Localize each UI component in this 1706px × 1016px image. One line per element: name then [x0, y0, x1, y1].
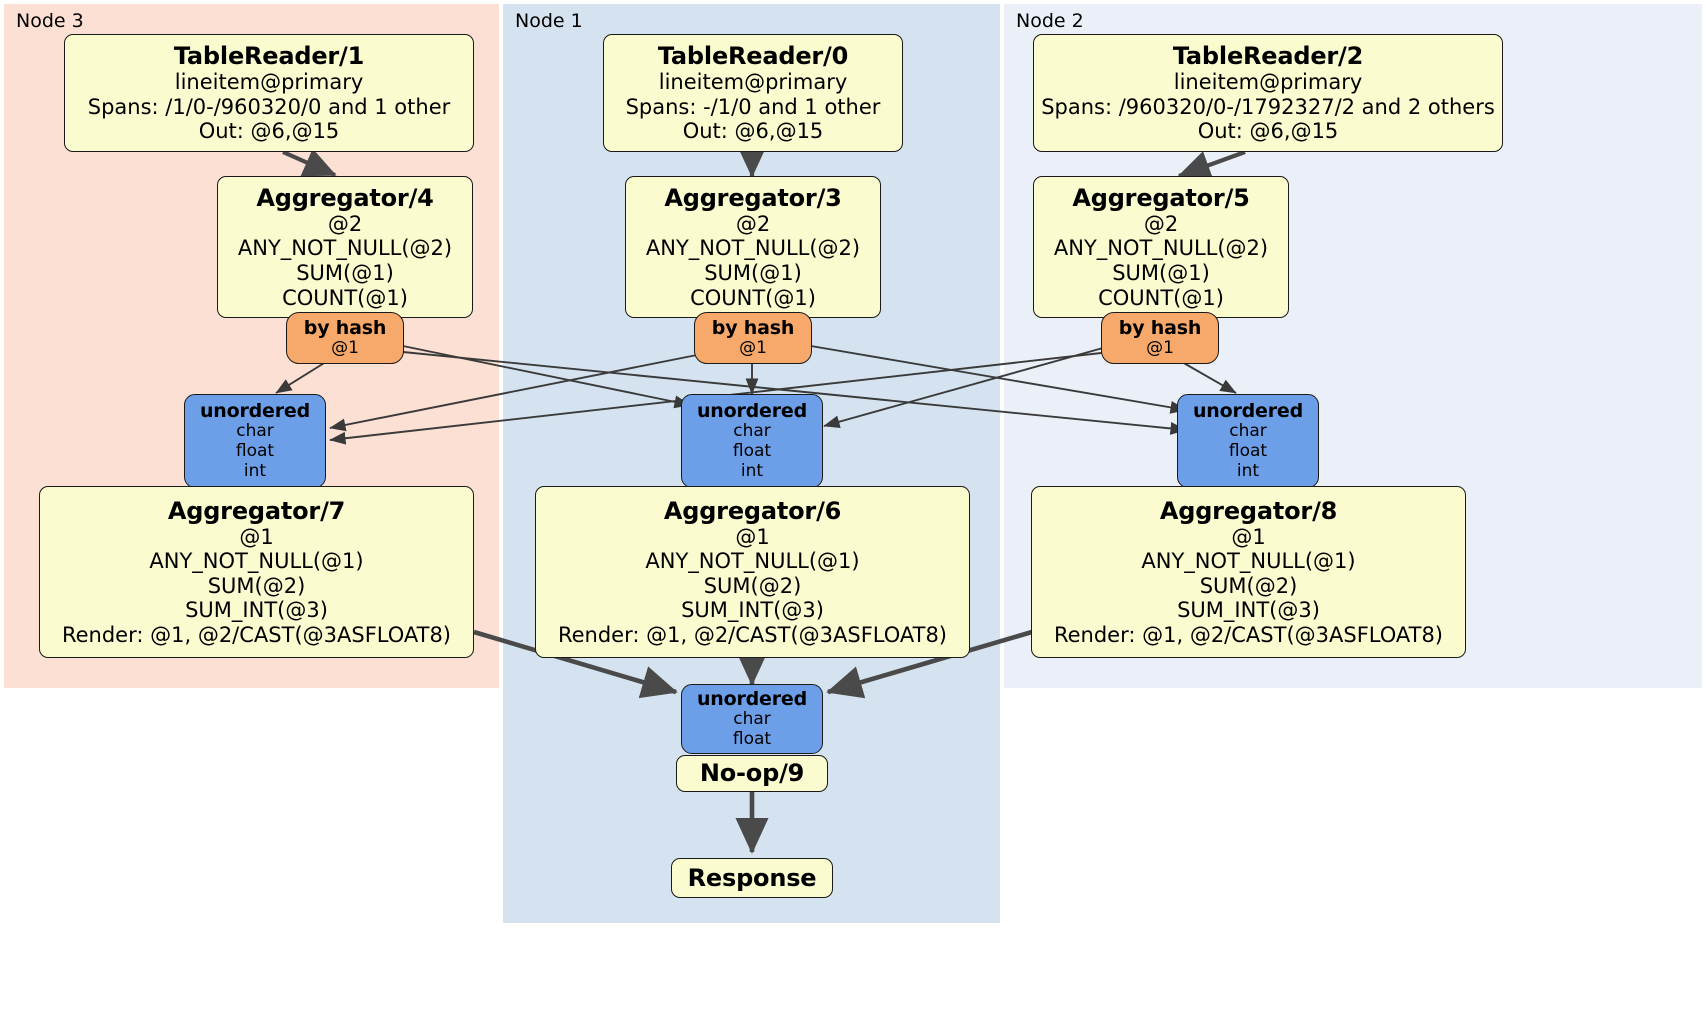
- processor-title: Aggregator/8: [1159, 496, 1338, 525]
- processor-title: Aggregator/3: [664, 183, 842, 212]
- processor-line: @1: [735, 524, 770, 549]
- processor-title: TableReader/2: [1172, 42, 1364, 71]
- processor-line: ANY_NOT_NULL(@1): [645, 549, 860, 574]
- processor-aggregator-4[interactable]: Aggregator/4 @2 ANY_NOT_NULL(@2) SUM(@1)…: [217, 176, 473, 318]
- receiver-unordered-node3[interactable]: unordered char float int: [184, 394, 326, 488]
- processor-line: COUNT(@1): [690, 285, 816, 310]
- receiver-unordered-node1[interactable]: unordered char float int: [681, 394, 823, 488]
- processor-aggregator-6[interactable]: Aggregator/6 @1 ANY_NOT_NULL(@1) SUM(@2)…: [535, 486, 970, 658]
- processor-line: Out: @6,@15: [198, 119, 340, 144]
- node-label-node3: Node 3: [16, 10, 84, 32]
- processor-aggregator-7[interactable]: Aggregator/7 @1 ANY_NOT_NULL(@1) SUM(@2)…: [39, 486, 474, 658]
- router-by-hash-node2[interactable]: by hash @1: [1101, 312, 1219, 364]
- processor-title: Response: [687, 863, 817, 892]
- receiver-line: float: [1228, 441, 1268, 462]
- router-title: by hash: [1118, 316, 1202, 339]
- processor-line: Spans: /1/0-/960320/0 and 1 other: [87, 94, 451, 119]
- processor-line: SUM_INT(@3): [185, 598, 328, 623]
- processor-line: SUM(@1): [296, 261, 394, 286]
- processor-line: Out: @6,@15: [682, 119, 824, 144]
- processor-title: Aggregator/4: [256, 183, 434, 212]
- processor-title: TableReader/1: [173, 42, 365, 71]
- receiver-line: int: [243, 461, 267, 482]
- processor-line: @2: [735, 211, 771, 236]
- processor-aggregator-8[interactable]: Aggregator/8 @1 ANY_NOT_NULL(@1) SUM(@2)…: [1031, 486, 1466, 658]
- router-by-hash-node1[interactable]: by hash @1: [694, 312, 812, 364]
- receiver-line: char: [733, 421, 771, 442]
- processor-line: SUM(@1): [704, 261, 802, 286]
- processor-line: COUNT(@1): [282, 285, 408, 310]
- processor-line: ANY_NOT_NULL(@1): [149, 549, 364, 574]
- processor-title: TableReader/0: [657, 42, 849, 71]
- processor-line: @1: [239, 524, 274, 549]
- receiver-line: float: [235, 441, 275, 462]
- processor-line: lineitem@primary: [174, 70, 364, 95]
- router-title: by hash: [711, 316, 795, 339]
- processor-line: Out: @6,@15: [1197, 119, 1339, 144]
- processor-line: SUM(@1): [1112, 261, 1210, 286]
- receiver-line: int: [740, 461, 764, 482]
- processor-line: Spans: /960320/0-/1792327/2 and 2 others: [1041, 94, 1495, 119]
- receiver-line: float: [732, 729, 772, 750]
- router-line: @1: [739, 338, 767, 359]
- processor-response[interactable]: Response: [671, 858, 833, 898]
- processor-line: lineitem@primary: [658, 70, 848, 95]
- processor-line: @2: [327, 211, 363, 236]
- processor-title: Aggregator/7: [167, 496, 346, 525]
- node-label-node2: Node 2: [1016, 10, 1084, 32]
- receiver-title: unordered: [696, 400, 808, 423]
- receiver-unordered-final[interactable]: unordered char float: [681, 684, 823, 754]
- processor-line: ANY_NOT_NULL(@1): [1141, 549, 1356, 574]
- router-by-hash-node3[interactable]: by hash @1: [286, 312, 404, 364]
- processor-line: SUM_INT(@3): [681, 598, 824, 623]
- processor-line: @1: [1231, 524, 1266, 549]
- receiver-line: char: [1229, 421, 1267, 442]
- processor-table-reader-0[interactable]: TableReader/0 lineitem@primary Spans: -/…: [603, 34, 903, 152]
- processor-line: ANY_NOT_NULL(@2): [645, 236, 861, 261]
- processor-title: Aggregator/5: [1072, 183, 1250, 212]
- processor-render-line: Render: @1, @2/CAST(@3ASFLOAT8): [61, 622, 452, 647]
- processor-table-reader-2[interactable]: TableReader/2 lineitem@primary Spans: /9…: [1033, 34, 1503, 152]
- router-title: by hash: [303, 316, 387, 339]
- processor-table-reader-1[interactable]: TableReader/1 lineitem@primary Spans: /1…: [64, 34, 474, 152]
- receiver-title: unordered: [1192, 400, 1304, 423]
- router-line: @1: [1146, 338, 1174, 359]
- processor-line: SUM_INT(@3): [1177, 598, 1320, 623]
- receiver-title: unordered: [199, 400, 311, 423]
- processor-line: ANY_NOT_NULL(@2): [1053, 236, 1269, 261]
- receiver-title: unordered: [696, 688, 808, 711]
- processor-no-op-9[interactable]: No-op/9: [676, 755, 828, 792]
- processor-line: COUNT(@1): [1098, 285, 1224, 310]
- node-label-node1: Node 1: [515, 10, 583, 32]
- processor-aggregator-3[interactable]: Aggregator/3 @2 ANY_NOT_NULL(@2) SUM(@1)…: [625, 176, 881, 318]
- processor-title: No-op/9: [699, 759, 805, 788]
- receiver-line: char: [236, 421, 274, 442]
- processor-line: SUM(@2): [703, 573, 802, 598]
- processor-title: Aggregator/6: [663, 496, 842, 525]
- receiver-unordered-node2[interactable]: unordered char float int: [1177, 394, 1319, 488]
- processor-line: Spans: -/1/0 and 1 other: [625, 94, 881, 119]
- processor-line: SUM(@2): [207, 573, 306, 598]
- processor-line: @2: [1143, 211, 1179, 236]
- processor-render-line: Render: @1, @2/CAST(@3ASFLOAT8): [1053, 622, 1444, 647]
- receiver-line: int: [1236, 461, 1260, 482]
- router-line: @1: [331, 338, 359, 359]
- processor-aggregator-5[interactable]: Aggregator/5 @2 ANY_NOT_NULL(@2) SUM(@1)…: [1033, 176, 1289, 318]
- processor-line: lineitem@primary: [1173, 70, 1363, 95]
- receiver-line: char: [733, 709, 771, 730]
- processor-render-line: Render: @1, @2/CAST(@3ASFLOAT8): [557, 622, 948, 647]
- receiver-line: float: [732, 441, 772, 462]
- processor-line: SUM(@2): [1199, 573, 1298, 598]
- processor-line: ANY_NOT_NULL(@2): [237, 236, 453, 261]
